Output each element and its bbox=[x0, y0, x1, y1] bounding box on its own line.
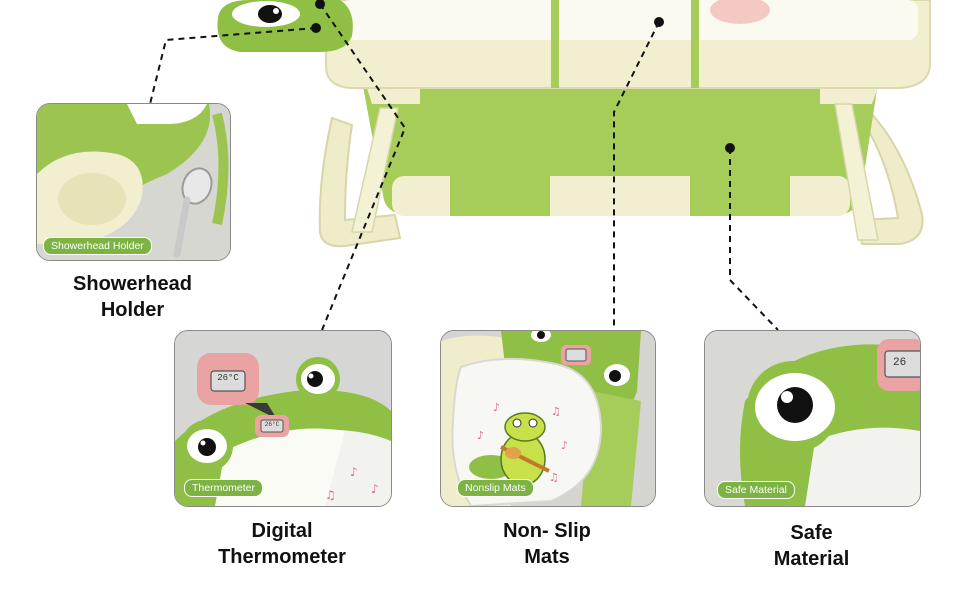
thermometer-display-small: 26°C bbox=[264, 421, 280, 428]
nonslip-mats-illustration: ♪ ♫ ♪ ♪ ♫ bbox=[441, 331, 655, 506]
safe-material-thumbnail: 26 Safe Material bbox=[704, 330, 921, 507]
svg-text:♪: ♪ bbox=[350, 465, 358, 479]
frog-cartoon-icon bbox=[469, 412, 550, 486]
showerhead-icon bbox=[173, 167, 213, 258]
badge-label: Safe Material bbox=[717, 481, 795, 499]
svg-text:♪: ♪ bbox=[561, 439, 568, 452]
svg-text:♪: ♪ bbox=[371, 482, 379, 496]
tub-stand-right bbox=[856, 110, 924, 245]
tub-stand-left bbox=[318, 116, 402, 248]
feature-caption: Safe Material bbox=[773, 522, 850, 570]
tub-leg-right bbox=[834, 103, 879, 241]
badge-label: Showerhead Holder bbox=[43, 237, 152, 255]
svg-text:♫: ♫ bbox=[549, 471, 559, 484]
feature-caption: Digital Thermometer bbox=[218, 520, 346, 568]
svg-text:♪: ♪ bbox=[477, 429, 484, 442]
showerhead-holder-thumbnail: Showerhead Holder bbox=[36, 103, 231, 261]
showerhead-holder-illustration bbox=[37, 104, 230, 260]
feature-caption: Showerhead Holder bbox=[73, 273, 192, 321]
thermometer-display-cropped: 26 bbox=[893, 357, 907, 369]
svg-text:♫: ♫ bbox=[551, 405, 561, 418]
feature-caption: Non- Slip Mats bbox=[503, 520, 591, 568]
svg-text:♫: ♫ bbox=[325, 488, 336, 502]
badge-label: Thermometer bbox=[184, 479, 264, 497]
safe-material-illustration bbox=[705, 331, 920, 506]
badge-label: Nonslip Mats bbox=[457, 479, 534, 497]
callout-lines bbox=[149, 3, 779, 331]
thermometer-illustration: ♪ ♫ ♪ bbox=[175, 331, 391, 506]
nonslip-mats-thumbnail: ♪ ♫ ♪ ♪ ♫ Nonslip Mats bbox=[440, 330, 656, 507]
callout-dots bbox=[311, 0, 735, 153]
thermometer-thumbnail: ♪ ♫ ♪ 26°C 26°C Thermometer bbox=[174, 330, 392, 507]
thermometer-display-large: 26°C bbox=[217, 373, 239, 383]
svg-text:♪: ♪ bbox=[493, 401, 500, 414]
